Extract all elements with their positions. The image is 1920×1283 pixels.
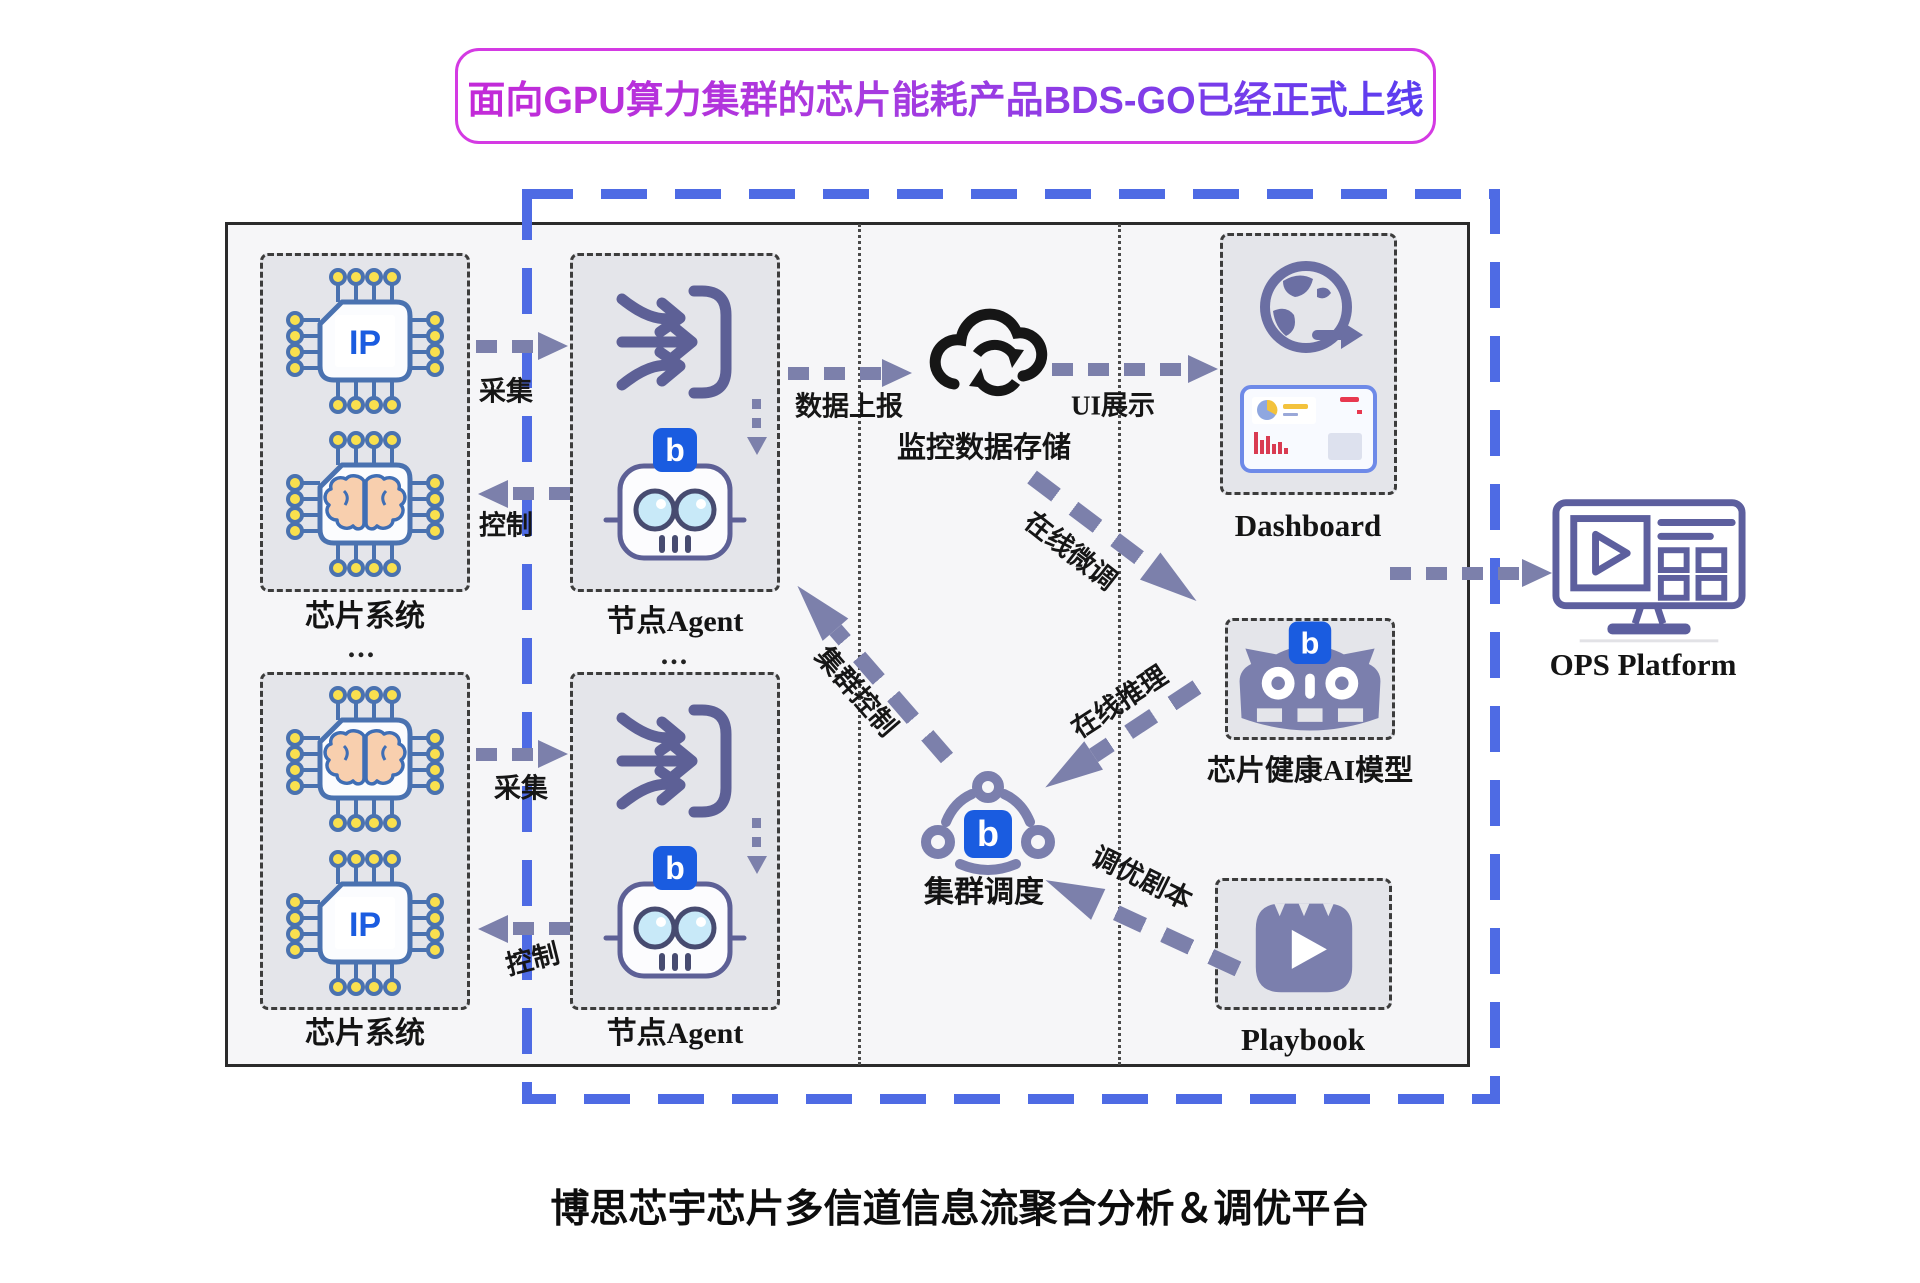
agent-ellipsis: ... [660, 638, 690, 671]
arrow-agent-down-top [747, 399, 767, 455]
chip-system-label-bottom: 芯片系统 [305, 1017, 425, 1050]
cluster-scheduler-icon: b [921, 771, 1055, 875]
title-banner-text: 面向GPU算力集群的芯片能耗产品BDS-GO已经正式上线 [467, 69, 1423, 124]
chip-ip-text: IP [349, 906, 381, 944]
column-separator-right [1118, 224, 1121, 1065]
dashboard-box [1220, 233, 1397, 495]
arrow-to-ops [1390, 559, 1552, 587]
edge-label-collect-top: 采集 [479, 376, 533, 407]
node-agent-label-top: 节点Agent [606, 605, 744, 638]
chip-ellipsis: ... [347, 631, 377, 664]
ai-model-label: 芯片健康AI模型 [1206, 755, 1414, 787]
data-ingest-icon [616, 704, 731, 818]
chip-brain-icon [286, 686, 444, 833]
ops-platform-label: OPS Platform [1549, 647, 1737, 682]
dashboard-label: Dashboard [1234, 508, 1382, 543]
bottom-caption: 博思芯宇芯片多信道信息流聚合分析＆调优平台 [550, 1188, 1370, 1231]
chip-ip-icon: IP [286, 267, 444, 414]
chip-ip-text: IP [349, 324, 381, 362]
cloud-storage-icon [929, 308, 1048, 397]
node-agent-box-top: b [570, 253, 780, 592]
ai-model-box: b [1225, 618, 1395, 740]
playbook-box [1215, 878, 1392, 1010]
arrow-ui-display [1052, 355, 1218, 383]
logo-letter: b [665, 850, 685, 886]
chip-brain-icon [286, 431, 444, 578]
cloud-storage-label: 监控数据存储 [896, 432, 1072, 464]
chip-ip-icon: IP [286, 849, 444, 996]
chip-system-box-bottom: IP [260, 672, 470, 1010]
arrow-data-report [788, 359, 912, 387]
edge-label-control-top: 控制 [479, 510, 533, 541]
data-ingest-icon [616, 285, 731, 399]
agent-robot-icon: b [603, 428, 747, 561]
arrow-collect-top [476, 332, 568, 360]
dashboard-screenshot [1240, 384, 1377, 473]
chip-system-box-top: IP [260, 253, 470, 592]
edge-label-ui-display: UI展示 [1070, 390, 1156, 421]
chip-system-label-top: 芯片系统 [305, 600, 425, 633]
logo-letter: b [977, 813, 999, 854]
logo-letter: b [665, 432, 685, 468]
ai-model-robot-icon: b [1239, 621, 1381, 731]
agent-robot-icon: b [603, 846, 747, 979]
title-banner: 面向GPU算力集群的芯片能耗产品BDS-GO已经正式上线 [455, 48, 1436, 144]
arrow-collect-bottom [476, 740, 568, 768]
logo-letter: b [1301, 625, 1320, 660]
arrow-agent-down-bottom [747, 818, 767, 874]
ops-platform-icon [1552, 499, 1746, 643]
node-agent-box-bottom: b [570, 672, 780, 1010]
node-agent-label-bottom: 节点Agent [606, 1017, 744, 1050]
globe-icon [1259, 261, 1363, 354]
playbook-label: Playbook [1240, 1022, 1366, 1057]
edge-label-collect-bottom: 采集 [494, 773, 548, 804]
edge-label-data-report: 数据上报 [795, 391, 903, 422]
playbook-icon [1255, 903, 1352, 993]
cluster-scheduler-label: 集群调度 [924, 876, 1044, 909]
